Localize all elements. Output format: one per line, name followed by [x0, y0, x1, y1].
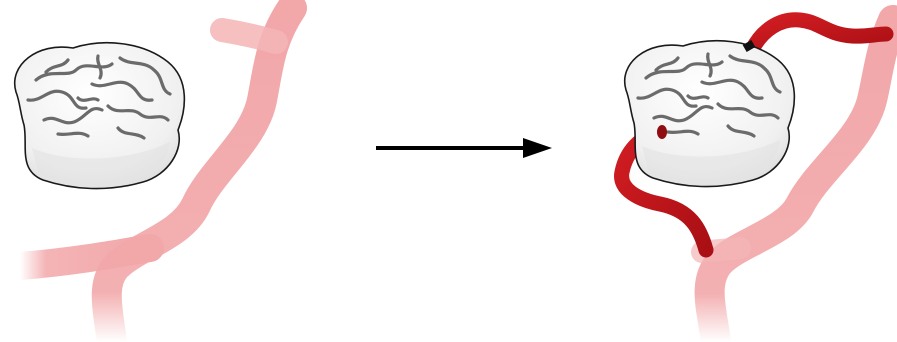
right-arrow-icon: [376, 138, 552, 158]
panel-after: [622, 20, 893, 342]
panel-before: [15, 8, 292, 342]
organoid: [625, 41, 795, 187]
host-vessel-branch: [222, 30, 276, 42]
graft-entry-shadow: [657, 125, 667, 139]
host-vessel-branch: [20, 248, 150, 266]
graft-vessel-top: [752, 20, 886, 50]
organoid: [15, 43, 185, 189]
